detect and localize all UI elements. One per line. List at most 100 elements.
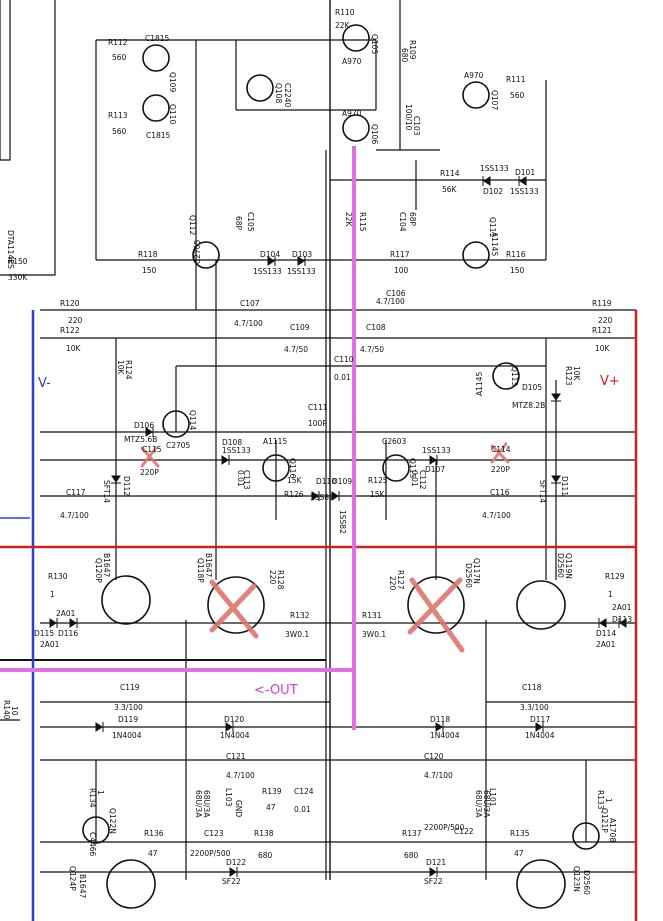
label-l101v: 68U/3A <box>474 790 483 818</box>
label-q105: Q105 <box>370 34 379 54</box>
label-d111: D111 <box>560 476 569 496</box>
label-r116: R116 <box>506 250 526 259</box>
transistor-q117-symbol <box>407 576 465 634</box>
label-q110: Q110 <box>168 104 177 124</box>
label-d106: D106 <box>134 421 154 430</box>
label-d103: D103 <box>292 250 312 259</box>
label-c104: C104 <box>398 212 407 232</box>
label-q107: Q107 <box>490 90 499 110</box>
label-c115: C115 <box>142 445 162 454</box>
transistor-q120-symbol <box>516 580 566 630</box>
label-c112v: 0.01 <box>410 470 419 487</box>
label-c2705a: C2705 <box>193 239 202 264</box>
diode-d113-symbol <box>618 618 627 628</box>
transistor-q115-symbol <box>382 454 410 482</box>
label-r117: R117 <box>390 250 410 259</box>
label-c119v: 3.3/100 <box>114 703 143 712</box>
label-r112: R112 <box>108 38 128 47</box>
label-d105: D105 <box>522 383 542 392</box>
label-r127v: 220 <box>388 576 397 591</box>
label-c108v: 4.7/50 <box>360 345 384 354</box>
supply-rails <box>0 146 638 921</box>
cross-out-q119 <box>209 579 259 639</box>
label-d117: D117 <box>530 715 550 724</box>
label-c120v: 4.7/100 <box>424 771 453 780</box>
label-sf22b: SF22 <box>424 877 443 886</box>
label-r117v: 100 <box>394 266 409 275</box>
label-c111v: 100P <box>308 419 327 428</box>
v-minus-annotation: V- <box>38 376 51 391</box>
label-d107ss: 1SS133 <box>422 446 451 455</box>
label-c121: C121 <box>226 752 246 761</box>
label-r112v: 560 <box>112 53 127 62</box>
diode-d106-symbol <box>145 427 154 437</box>
label-l103: L103 <box>224 788 233 807</box>
label-c4466: C4466 <box>88 832 97 857</box>
label-r131: R131 <box>362 611 382 620</box>
label-d104: D104 <box>260 250 280 259</box>
label-d108: D108 <box>222 438 242 447</box>
label-q123n: Q123N <box>572 866 581 892</box>
label-d101: D101 <box>515 168 535 177</box>
label-ss82a: 1SS82 <box>310 493 334 502</box>
label-d109: D109 <box>332 477 352 486</box>
label-c107v: 4.7/100 <box>234 319 263 328</box>
transistor-q116-symbol <box>262 454 290 482</box>
label-c1815a: C1815 <box>145 34 170 43</box>
label-r115: R115 <box>358 212 367 232</box>
label-r139v: 47 <box>266 803 276 812</box>
label-r138: R138 <box>254 829 274 838</box>
diode-d117-symbol <box>535 722 544 732</box>
label-r134: R134 <box>88 788 97 808</box>
label-c103: C103 <box>412 116 421 136</box>
label-a970c: A970 <box>464 71 484 80</box>
label-r111: R111 <box>506 75 526 84</box>
transistor-q113-symbol <box>492 362 520 390</box>
label-r130v: 1 <box>50 590 55 599</box>
diode-d116-symbol <box>69 618 78 628</box>
label-d2560a: D2560 <box>464 563 473 588</box>
label-r133v: 1 <box>604 798 613 803</box>
label-r118v: 150 <box>142 266 157 275</box>
label-q118p: Q118P <box>196 558 205 583</box>
label-c112: C112 <box>418 470 427 490</box>
diode-d120-symbol <box>225 722 234 732</box>
label-q113: Q113 <box>510 366 519 386</box>
cross-out-q117 <box>407 577 465 653</box>
cross-out-c115 <box>140 446 160 468</box>
label-r123: R123 <box>564 366 573 386</box>
label-r115v: 22K <box>344 212 353 228</box>
label-c106v: 4.7/100 <box>376 297 405 306</box>
label-r138v: 680 <box>258 851 273 860</box>
wires <box>0 0 636 880</box>
label-r109v: 680 <box>400 48 409 63</box>
label-c114v: 220P <box>491 465 510 474</box>
label-a970a: A970 <box>342 57 362 66</box>
label-d2560c: D2560 <box>582 870 591 895</box>
label-c124: C124 <box>294 787 314 796</box>
label-d118v: 1N4004 <box>430 731 460 740</box>
label-d110: D110 <box>316 477 336 486</box>
label-c118v: 3.3/100 <box>520 703 549 712</box>
v-plus-annotation: V+ <box>600 374 620 389</box>
transistor-q107-symbol <box>462 81 490 109</box>
label-r120: R120 <box>60 299 80 308</box>
label-r122: R122 <box>60 326 80 335</box>
label-l103v: 68U/3A <box>194 790 203 818</box>
label-d119v: 1N4004 <box>112 731 142 740</box>
label-l101w: 68U/3A <box>482 790 491 818</box>
label-c123: C123 <box>204 829 224 838</box>
label-r109: R109 <box>408 40 417 60</box>
label-r126: R126 <box>284 490 304 499</box>
transistor-q114-symbol <box>162 410 190 438</box>
label-d116: D116 <box>58 629 78 638</box>
label-r113: R113 <box>108 111 128 120</box>
label-d119: D119 <box>118 715 138 724</box>
label-q124p: Q124P <box>68 866 77 891</box>
label-c121v: 4.7/100 <box>226 771 255 780</box>
label-r114v: 56K <box>442 185 458 194</box>
diode-d109-symbol <box>331 491 340 501</box>
label-r111v: 560 <box>510 91 525 100</box>
